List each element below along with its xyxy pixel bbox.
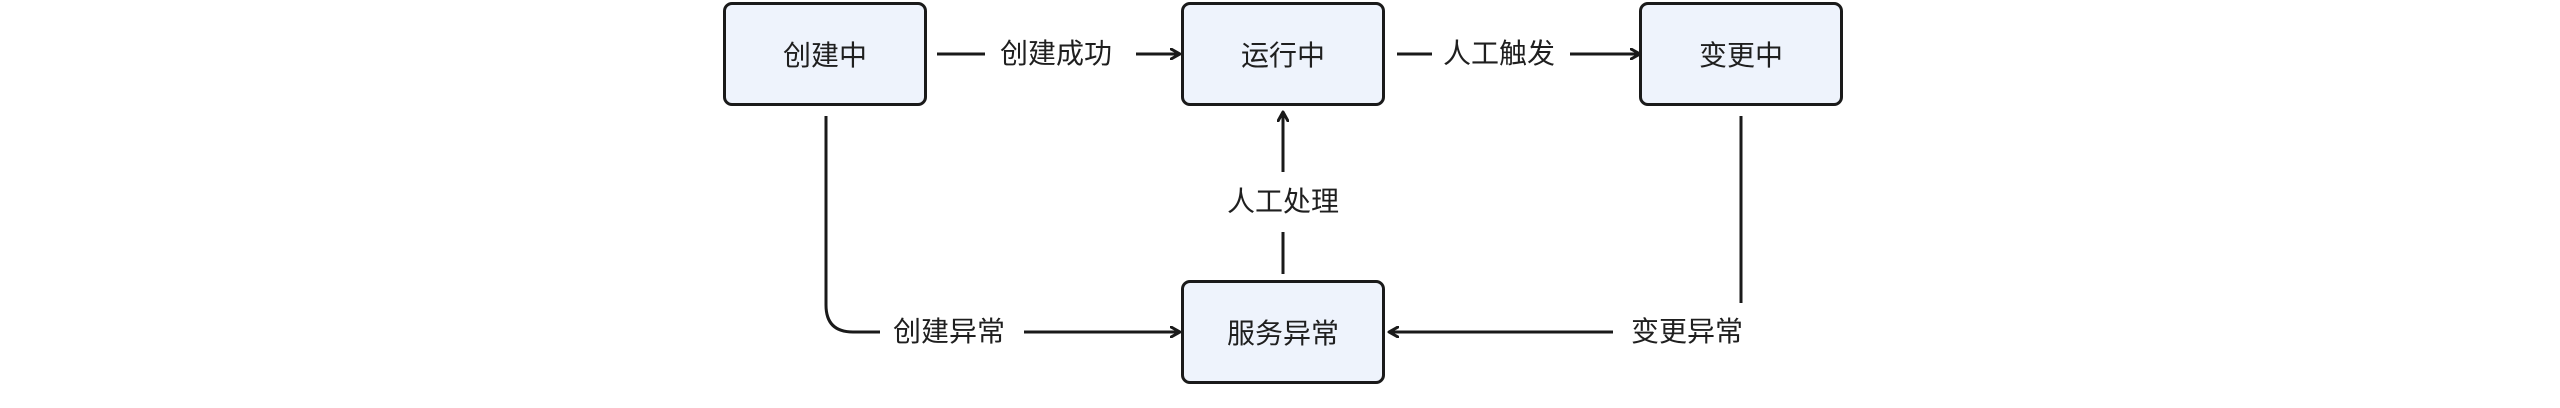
edge-label-change-error: 变更异常 [1631,312,1744,352]
node-changing: 变更中 [1639,2,1843,106]
edge-label-create-success: 创建成功 [1000,34,1113,74]
node-running: 运行中 [1181,2,1385,106]
edge-label-manual-handle: 人工处理 [1227,182,1340,222]
node-service-error-label: 服务异常 [1226,317,1339,350]
node-running-label: 运行中 [1240,39,1325,72]
node-creating-label: 创建中 [782,39,867,72]
edge-label-create-error: 创建异常 [893,312,1006,352]
node-changing-label: 变更中 [1698,39,1783,72]
node-creating: 创建中 [723,2,927,106]
node-service-error: 服务异常 [1181,280,1385,384]
edge-line-create-error [824,116,880,334]
edge-label-manual-trigger: 人工触发 [1443,34,1556,74]
